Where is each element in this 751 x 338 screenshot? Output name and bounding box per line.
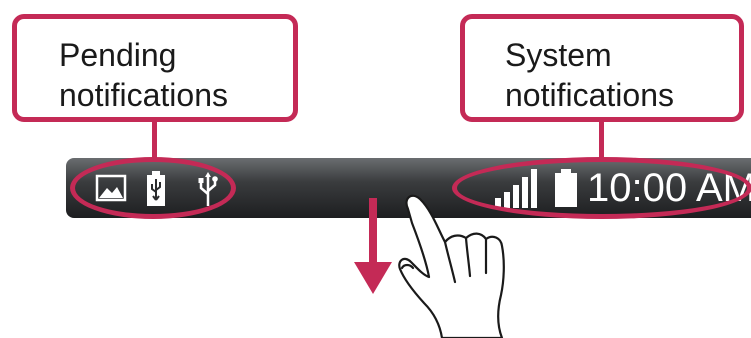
pending-notifications-callout: Pending notifications	[12, 14, 298, 122]
system-notifications-callout: System notifications	[460, 14, 744, 122]
system-icons-highlight	[452, 157, 751, 219]
pending-callout-line1: Pending	[59, 37, 177, 73]
arrow-down-icon	[354, 198, 392, 294]
pending-callout-line2: notifications	[59, 77, 228, 113]
system-callout-connector	[599, 120, 604, 158]
system-callout-line1: System	[505, 37, 612, 73]
pending-icons-highlight	[70, 157, 236, 219]
hand-swipe-icon	[398, 194, 505, 338]
pending-callout-connector	[152, 120, 157, 158]
system-callout-line2: notifications	[505, 77, 674, 113]
